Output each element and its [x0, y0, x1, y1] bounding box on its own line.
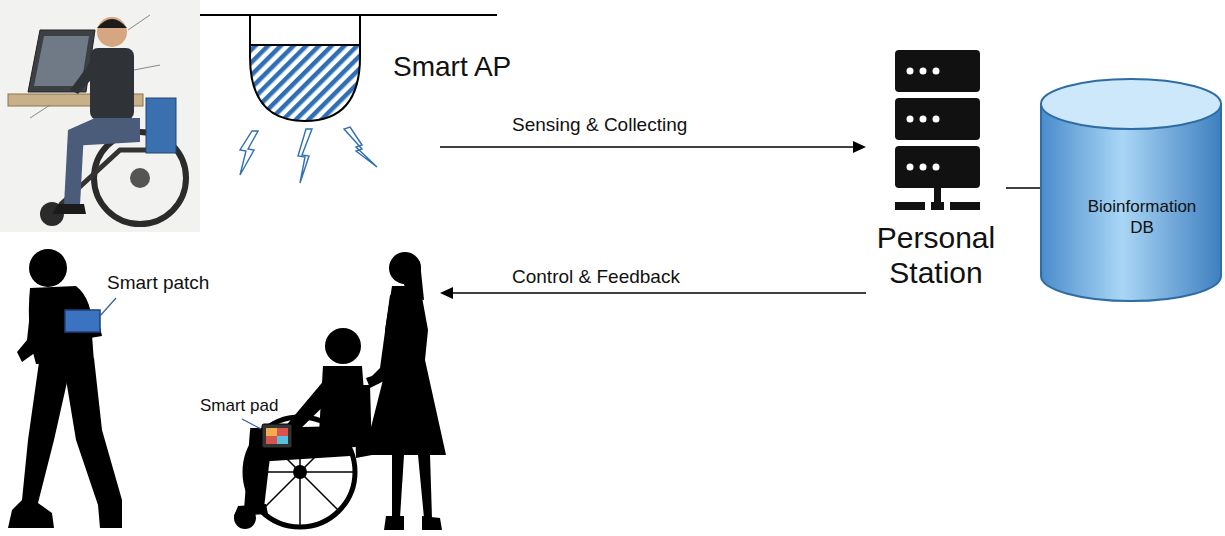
access-point: Smart AP	[232, 15, 440, 185]
drawing-part	[895, 98, 980, 140]
drawing-part	[934, 188, 941, 202]
drawing-part	[250, 45, 360, 121]
drawing-part	[452, 292, 866, 294]
drawing-part	[933, 68, 940, 75]
drawing-part	[29, 249, 67, 287]
drawing-part	[293, 465, 307, 479]
connector-line	[1006, 187, 1040, 189]
drawing-part	[64, 130, 84, 205]
drawing-part	[30, 105, 50, 118]
connector-line	[440, 146, 855, 148]
user-photo	[0, 0, 200, 232]
node-text: Personal Station	[866, 220, 1006, 290]
drawing-part	[262, 424, 292, 448]
helper-silhouette	[364, 252, 446, 530]
drawing-part	[52, 204, 86, 214]
connector	[440, 141, 866, 153]
drawing-part	[895, 202, 925, 210]
database-cylinder: Bioinformation DB	[1040, 78, 1222, 302]
device-label: Smart patch	[105, 272, 211, 294]
edge-label: Sensing & Collecting	[510, 114, 689, 136]
drawing-part	[422, 516, 442, 530]
drawing-part	[8, 355, 72, 528]
drawing-part	[234, 504, 268, 516]
drawing-part	[392, 455, 404, 518]
drawing-part	[933, 164, 940, 171]
drawing-part	[134, 65, 160, 70]
drawing-part	[920, 68, 927, 75]
drawing-part	[146, 98, 176, 153]
db-shape	[1040, 78, 1222, 302]
device-label: Smart pad	[198, 396, 280, 416]
drawing-part	[62, 355, 122, 528]
drawing-part	[1041, 79, 1221, 129]
drawing-part	[933, 116, 940, 123]
drawing-part	[90, 48, 134, 120]
server-station: Personal Station	[866, 48, 1006, 298]
node-text: Smart AP	[393, 51, 511, 83]
drawing-part	[65, 310, 100, 332]
drawing-part	[266, 428, 288, 444]
arrow-label: Control & Feedback	[510, 266, 682, 288]
node-text: Bioinformation DB	[1077, 196, 1207, 238]
arrow-head	[853, 141, 866, 153]
drawing-part	[298, 129, 312, 183]
drawing-part	[372, 295, 400, 384]
connector	[1006, 188, 1040, 189]
drawing-part	[97, 19, 127, 28]
drawing-part	[325, 328, 361, 364]
feedback-arrow	[440, 287, 866, 299]
drawing-part	[70, 60, 100, 94]
ap-shape	[232, 15, 412, 185]
drawing-part	[130, 168, 150, 188]
drawing-part	[242, 419, 261, 429]
drawing-part	[17, 294, 46, 362]
drawing-part	[250, 15, 360, 45]
drawing-part	[364, 286, 446, 455]
drawing-part	[920, 116, 927, 123]
wheelchair-silhouette	[234, 328, 386, 529]
drawing-part	[344, 127, 377, 167]
drawing-part	[128, 15, 150, 30]
drawing-part	[907, 116, 914, 123]
drawing-part	[277, 436, 288, 444]
drawing-part	[100, 298, 116, 316]
drawing-part	[895, 146, 980, 188]
drawing-part	[266, 428, 277, 436]
drawing-part	[907, 164, 914, 171]
drawing-part	[240, 131, 258, 175]
drawing-part	[1041, 104, 1221, 301]
drawing-part	[895, 50, 980, 92]
server-shape	[895, 50, 981, 212]
drawing-part	[931, 202, 944, 210]
drawing-part	[907, 68, 914, 75]
drawing-part	[418, 455, 432, 518]
drawing-part	[97, 17, 127, 47]
drawing-part	[950, 202, 980, 210]
drawing-part	[0, 0, 200, 232]
drawing-part	[440, 287, 453, 299]
drawing-part	[384, 516, 404, 530]
drawing-part	[907, 68, 940, 171]
drawing-part	[920, 164, 927, 171]
